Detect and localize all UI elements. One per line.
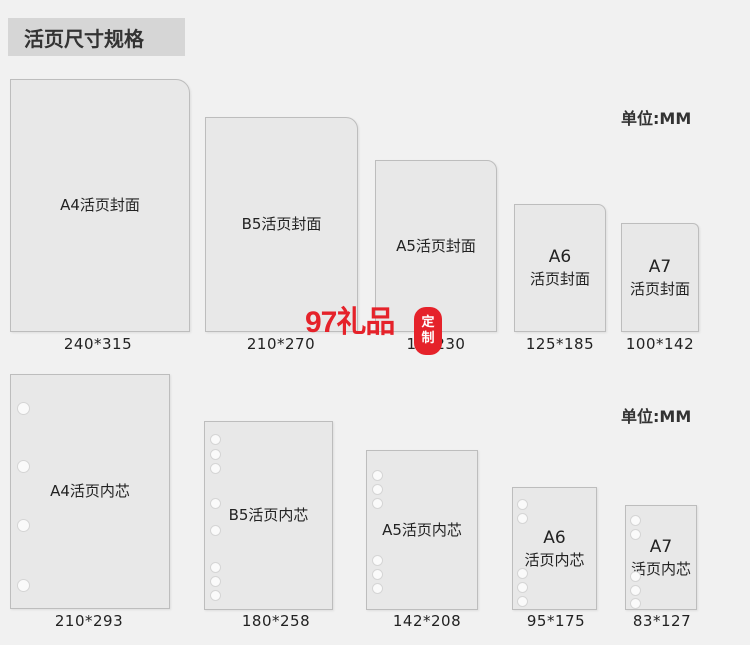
insert-size-a7: 83*127 <box>632 612 692 630</box>
cover-size-a6: 125*185 <box>525 335 595 353</box>
binder-hole <box>210 498 221 509</box>
insert-sublabel-a6: 活页内芯 <box>524 550 585 569</box>
binder-hole <box>210 590 221 601</box>
insert-card-a5: A5活页内芯 <box>366 450 478 610</box>
insert-card-a7: A7 活页内芯 <box>625 505 697 610</box>
binder-hole <box>372 555 383 566</box>
cover-card-a6: A6 活页封面 <box>514 204 606 332</box>
cover-card-a5: A5活页封面 <box>375 160 497 332</box>
watermark-seal: 定 制 <box>414 307 442 355</box>
binder-hole <box>517 513 528 524</box>
watermark-logo: 97礼品 <box>305 306 395 339</box>
cover-label-a6: A6 <box>548 247 572 268</box>
binder-hole <box>210 576 221 587</box>
binder-hole <box>17 579 30 592</box>
binder-hole <box>372 470 383 481</box>
insert-size-a5: 142*208 <box>392 612 462 630</box>
cover-label-a4: A4活页封面 <box>60 196 140 215</box>
insert-label-a6: A6 <box>543 527 566 548</box>
binder-hole <box>517 582 528 593</box>
seal-char-top: 定 <box>421 315 435 331</box>
binder-hole <box>517 568 528 579</box>
cover-sublabel-a6: 活页封面 <box>529 270 590 289</box>
cover-sublabel-a7: 活页封面 <box>629 279 690 298</box>
insert-card-a4: A4活页内芯 <box>10 374 170 609</box>
binder-hole <box>372 484 383 495</box>
binder-hole <box>372 583 383 594</box>
cover-size-a7: 100*142 <box>625 335 695 353</box>
binder-hole <box>210 449 221 460</box>
insert-size-a4: 210*293 <box>54 612 124 630</box>
binder-hole <box>517 596 528 607</box>
insert-size-a6: 95*175 <box>526 612 586 630</box>
insert-label-a4: A4活页内芯 <box>50 482 130 501</box>
insert-label-a7: A7 <box>649 536 673 557</box>
binder-hole <box>210 434 221 445</box>
insert-sublabel-a7: 活页内芯 <box>630 559 691 578</box>
unit-label-bottom: 单位:MM <box>621 407 692 426</box>
cover-label-a5: A5活页封面 <box>396 236 476 255</box>
insert-label-b5: B5活页内芯 <box>228 506 309 525</box>
section-title: 活页尺寸规格 <box>8 18 185 56</box>
seal-char-bottom: 制 <box>421 331 435 346</box>
binder-hole <box>17 460 30 473</box>
binder-hole <box>17 519 30 532</box>
binder-hole <box>630 529 641 540</box>
binder-hole <box>210 525 221 536</box>
binder-hole <box>630 598 641 609</box>
cover-card-b5: B5活页封面 <box>205 117 358 332</box>
cover-label-a7: A7 <box>648 256 672 277</box>
insert-label-a5: A5活页内芯 <box>382 520 462 539</box>
binder-hole <box>630 571 641 582</box>
binder-hole <box>630 515 641 526</box>
cover-size-a4: 240*315 <box>63 335 133 353</box>
cover-card-a4: A4活页封面 <box>10 79 190 332</box>
binder-hole <box>372 498 383 509</box>
binder-hole <box>210 562 221 573</box>
cover-label-b5: B5活页封面 <box>241 215 322 234</box>
binder-hole <box>17 402 30 415</box>
unit-label-top: 单位:MM <box>621 109 692 128</box>
binder-hole <box>517 499 528 510</box>
cover-card-a7: A7 活页封面 <box>621 223 699 332</box>
insert-card-b5: B5活页内芯 <box>204 421 333 610</box>
insert-size-b5: 180*258 <box>241 612 311 630</box>
binder-hole <box>630 585 641 596</box>
binder-hole <box>372 569 383 580</box>
binder-hole <box>210 463 221 474</box>
cover-size-b5: 210*270 <box>246 335 316 353</box>
insert-card-a6: A6 活页内芯 <box>512 487 597 610</box>
